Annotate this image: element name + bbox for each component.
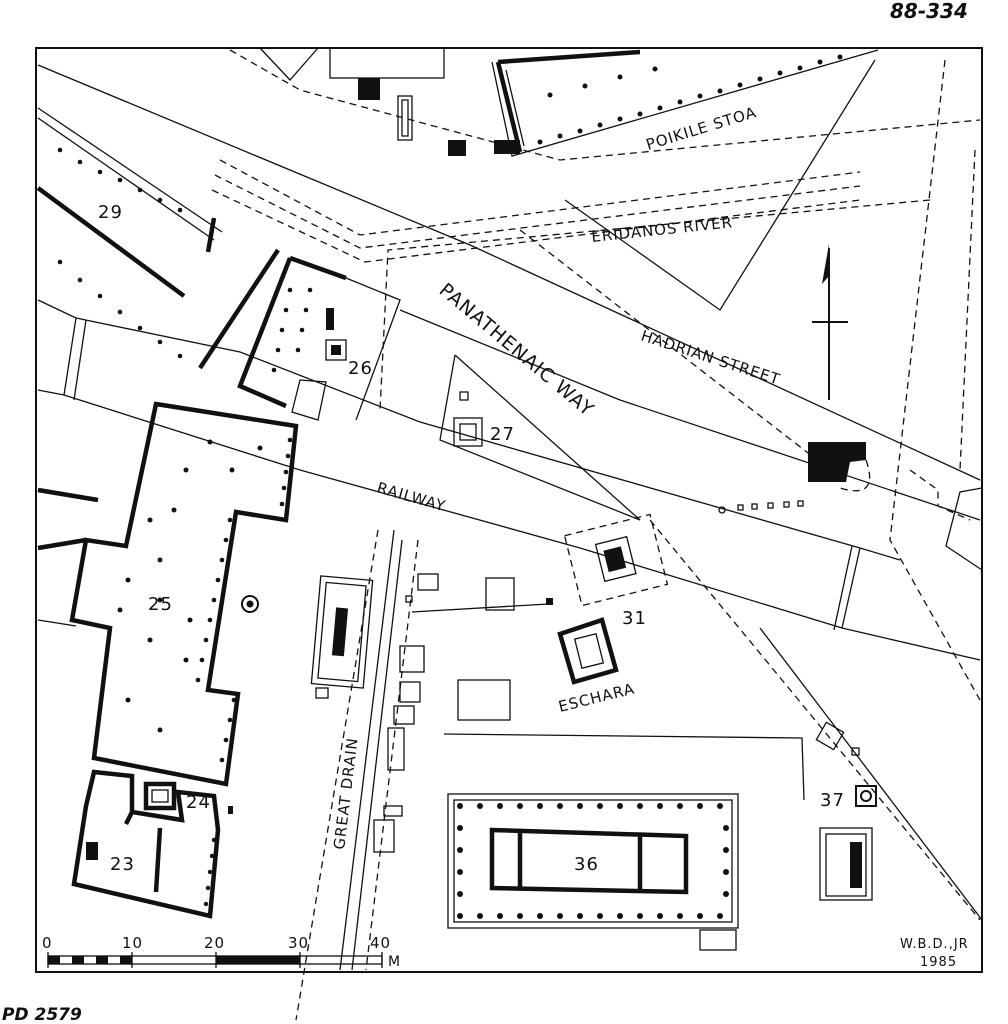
poikile-stoa bbox=[491, 49, 879, 157]
map-frame bbox=[35, 47, 983, 973]
label-railway: RAILWAY bbox=[375, 479, 448, 516]
building-24 bbox=[143, 781, 233, 814]
building-36 bbox=[447, 793, 739, 951]
scale-tick-0: 0 bbox=[42, 934, 53, 952]
building-29 bbox=[36, 107, 223, 359]
scale-tick-20: 20 bbox=[204, 934, 225, 952]
great-drain bbox=[295, 529, 419, 1021]
label-building-23: 23 bbox=[110, 854, 135, 875]
building-25 bbox=[37, 401, 299, 787]
plate-number: PD 2579 bbox=[2, 1005, 82, 1024]
building-37 bbox=[815, 721, 877, 901]
label-eschara: ESCHARA bbox=[557, 680, 637, 716]
north-arrow-icon bbox=[812, 244, 848, 400]
label-hadrian-street: HADRIAN STREET bbox=[639, 327, 783, 389]
scale-unit: M bbox=[388, 954, 401, 970]
building-31 bbox=[563, 513, 669, 607]
label-building-36: 36 bbox=[574, 854, 599, 875]
label-panathenaic-way: PANATHENAIC WAY bbox=[435, 279, 598, 421]
scale-tick-30: 30 bbox=[288, 934, 309, 952]
label-building-37: 37 bbox=[820, 790, 845, 811]
map-content: POIKILE STOA ERIDANOS RIVER PANATHENAIC … bbox=[36, 47, 983, 1021]
label-building-25: 25 bbox=[148, 594, 173, 615]
scale-tick-40: 40 bbox=[370, 934, 391, 952]
eschara bbox=[557, 617, 619, 685]
top-structures bbox=[259, 47, 466, 156]
building-23 bbox=[71, 769, 221, 919]
label-building-29: 29 bbox=[98, 202, 123, 223]
credit-author: W.B.D.,JR bbox=[900, 937, 969, 952]
sheet-number: 88-334 bbox=[890, 0, 968, 23]
label-eridanos-river: ERIDANOS RIVER bbox=[591, 213, 734, 246]
label-building-31: 31 bbox=[622, 608, 647, 629]
building-27 bbox=[439, 354, 641, 521]
eridanos-river bbox=[211, 159, 861, 263]
scale-bar bbox=[47, 952, 383, 968]
credit-year: 1985 bbox=[920, 955, 957, 970]
railway bbox=[37, 299, 981, 661]
scale-tick-10: 10 bbox=[122, 934, 143, 952]
label-building-27: 27 bbox=[490, 424, 515, 445]
drain-structure bbox=[310, 575, 374, 699]
label-building-26: 26 bbox=[348, 358, 373, 379]
label-poikile-stoa: POIKILE STOA bbox=[644, 103, 759, 154]
label-building-24: 24 bbox=[186, 792, 211, 813]
building-26 bbox=[198, 248, 401, 421]
small-blocks bbox=[373, 573, 515, 853]
